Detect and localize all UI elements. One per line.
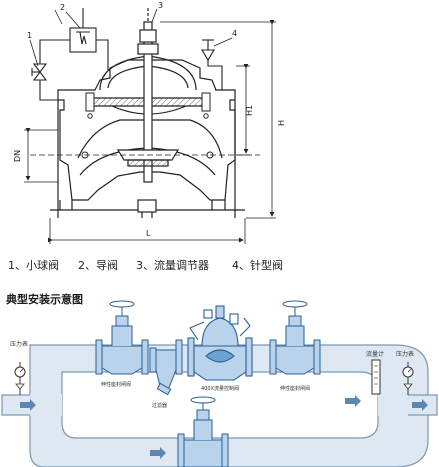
callout-3: 3: [158, 1, 163, 10]
valve-cross-section-drawing: [30, 8, 260, 218]
callout-labels: 1 2 3 4: [27, 1, 237, 67]
gate-valve-right: [269, 300, 321, 375]
flow-control-valve-label: 400X流量控制阀: [201, 385, 239, 392]
gate-valve-right-label: 伸性座封闸阀: [280, 385, 310, 392]
needle-valve-symbol: [201, 39, 215, 62]
flow-control-valve: [187, 305, 253, 381]
ball-valve-symbol: [31, 63, 48, 81]
bypass-gate-valve: [177, 396, 229, 467]
strainer-label: 过滤器: [152, 402, 167, 409]
callout-1: 1: [27, 31, 32, 40]
legend-item-ball-valve: 1、小球阀: [8, 258, 59, 272]
legend-item-needle-valve: 4、针型阀: [232, 258, 283, 272]
legend-item-pilot-valve: 2、导阀: [78, 258, 118, 272]
flowmeter: 流量计: [366, 350, 384, 395]
pipeline-loop: [1, 344, 438, 467]
strainer: [149, 339, 183, 396]
gate-valve-left-label: 伸性座封闸阀: [101, 381, 131, 388]
dimension-lines: [24, 20, 276, 244]
pilot-valve-symbol: [69, 8, 97, 53]
install-title: 典型安装示意图: [6, 292, 83, 306]
pressure-gauge-left: 压力表: [10, 340, 28, 395]
callout-2: 2: [60, 3, 65, 12]
dim-h1-label: H1: [245, 105, 254, 116]
gate-valve-left: [95, 300, 149, 375]
pressure-gauge-right: 压力表: [396, 350, 414, 395]
pressure-gauge-left-label: 压力表: [10, 340, 28, 348]
callout-4: 4: [232, 29, 237, 38]
dim-h-label: H: [277, 120, 286, 126]
bonnet-bolts: [85, 92, 211, 119]
dim-dn-label: DN: [13, 150, 22, 162]
dim-l-label: L: [146, 229, 151, 238]
legend-item-flow-regulator: 3、流量调节器: [136, 258, 209, 272]
pressure-gauge-right-label: 压力表: [396, 350, 414, 358]
flowmeter-label: 流量计: [366, 350, 384, 358]
component-legend: 1、小球阀 2、导阀 3、流量调节器 4、针型阀: [8, 258, 283, 272]
control-tubing: [31, 8, 223, 101]
